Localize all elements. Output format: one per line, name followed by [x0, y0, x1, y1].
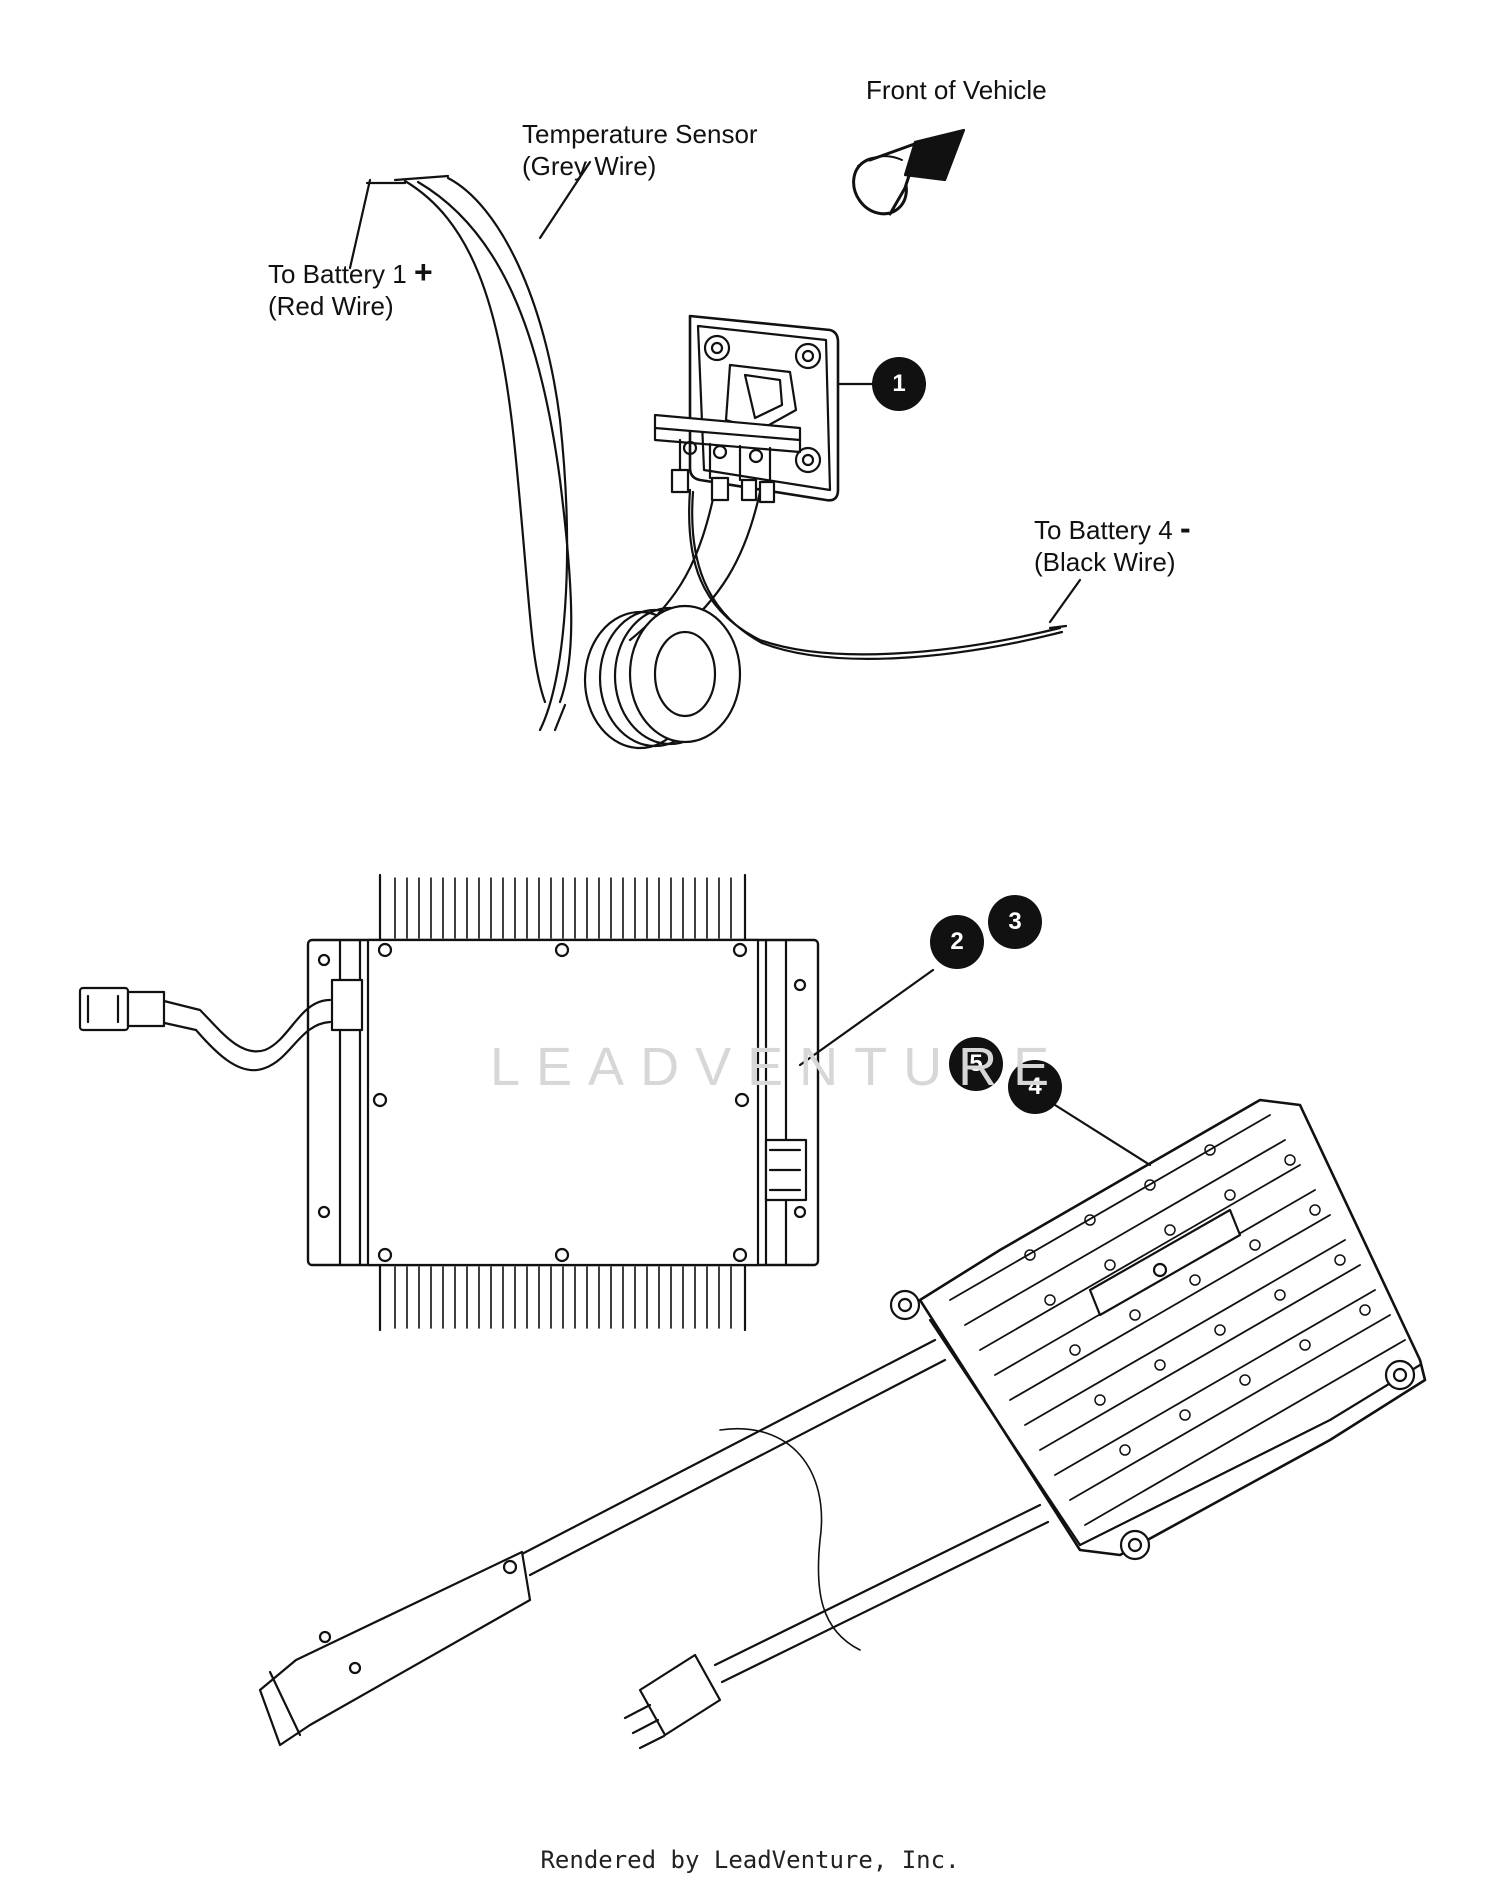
callout-2[interactable]: 2 — [930, 915, 984, 969]
battery1-leader-line — [348, 178, 372, 270]
cover-screws — [317, 942, 807, 1263]
battery1-positive-sign: + — [413, 254, 433, 290]
charger-top-view — [78, 873, 820, 1332]
battery4-leader-line — [1048, 578, 1082, 624]
callout-4[interactable]: 4 — [1008, 1060, 1062, 1114]
charging-receptacle — [653, 314, 840, 504]
temp-sensor-label: Temperature Sensor (Grey Wire) — [522, 118, 758, 182]
callout-2-leader-line — [798, 968, 935, 1067]
callout-1[interactable]: 1 — [872, 357, 926, 411]
temp-sensor-leader-line — [538, 160, 592, 240]
temp-sensor-label-line1: Temperature Sensor — [522, 119, 758, 149]
watermark: LEADVENTURE — [490, 1037, 1066, 1097]
isometric-pins — [1024, 1144, 1371, 1456]
battery4-label-line1: To Battery 4 - — [1034, 512, 1191, 546]
charger-isometric-view — [258, 1098, 1427, 1750]
wire-coil — [583, 604, 742, 750]
battery4-negative-sign: - — [1179, 510, 1191, 546]
battery4-label-line2: (Black Wire) — [1034, 547, 1176, 577]
battery1-label: To Battery 1 + (Red Wire) — [268, 256, 433, 322]
heatsink-fins-bottom — [394, 1266, 732, 1329]
heatsink-fins-top — [394, 877, 732, 939]
wire-harness — [365, 174, 1068, 732]
front-of-vehicle-label: Front of Vehicle — [866, 75, 1047, 105]
callout-4-leader-line — [1053, 1103, 1152, 1167]
callout-5[interactable]: 5 — [949, 1037, 1003, 1091]
battery1-label-text: To Battery 1 — [268, 259, 407, 289]
battery1-label-line1: To Battery 1 + — [268, 256, 433, 290]
battery4-label: To Battery 4 - (Black Wire) — [1034, 512, 1191, 578]
temp-sensor-label-line2: (Grey Wire) — [522, 151, 657, 181]
front-direction-arrow-icon — [852, 128, 966, 216]
battery4-label-text: To Battery 4 — [1034, 515, 1173, 545]
callout-3[interactable]: 3 — [988, 895, 1042, 949]
footer-credit: Rendered by LeadVenture, Inc. — [540, 1846, 960, 1874]
battery1-label-line2: (Red Wire) — [268, 291, 394, 321]
